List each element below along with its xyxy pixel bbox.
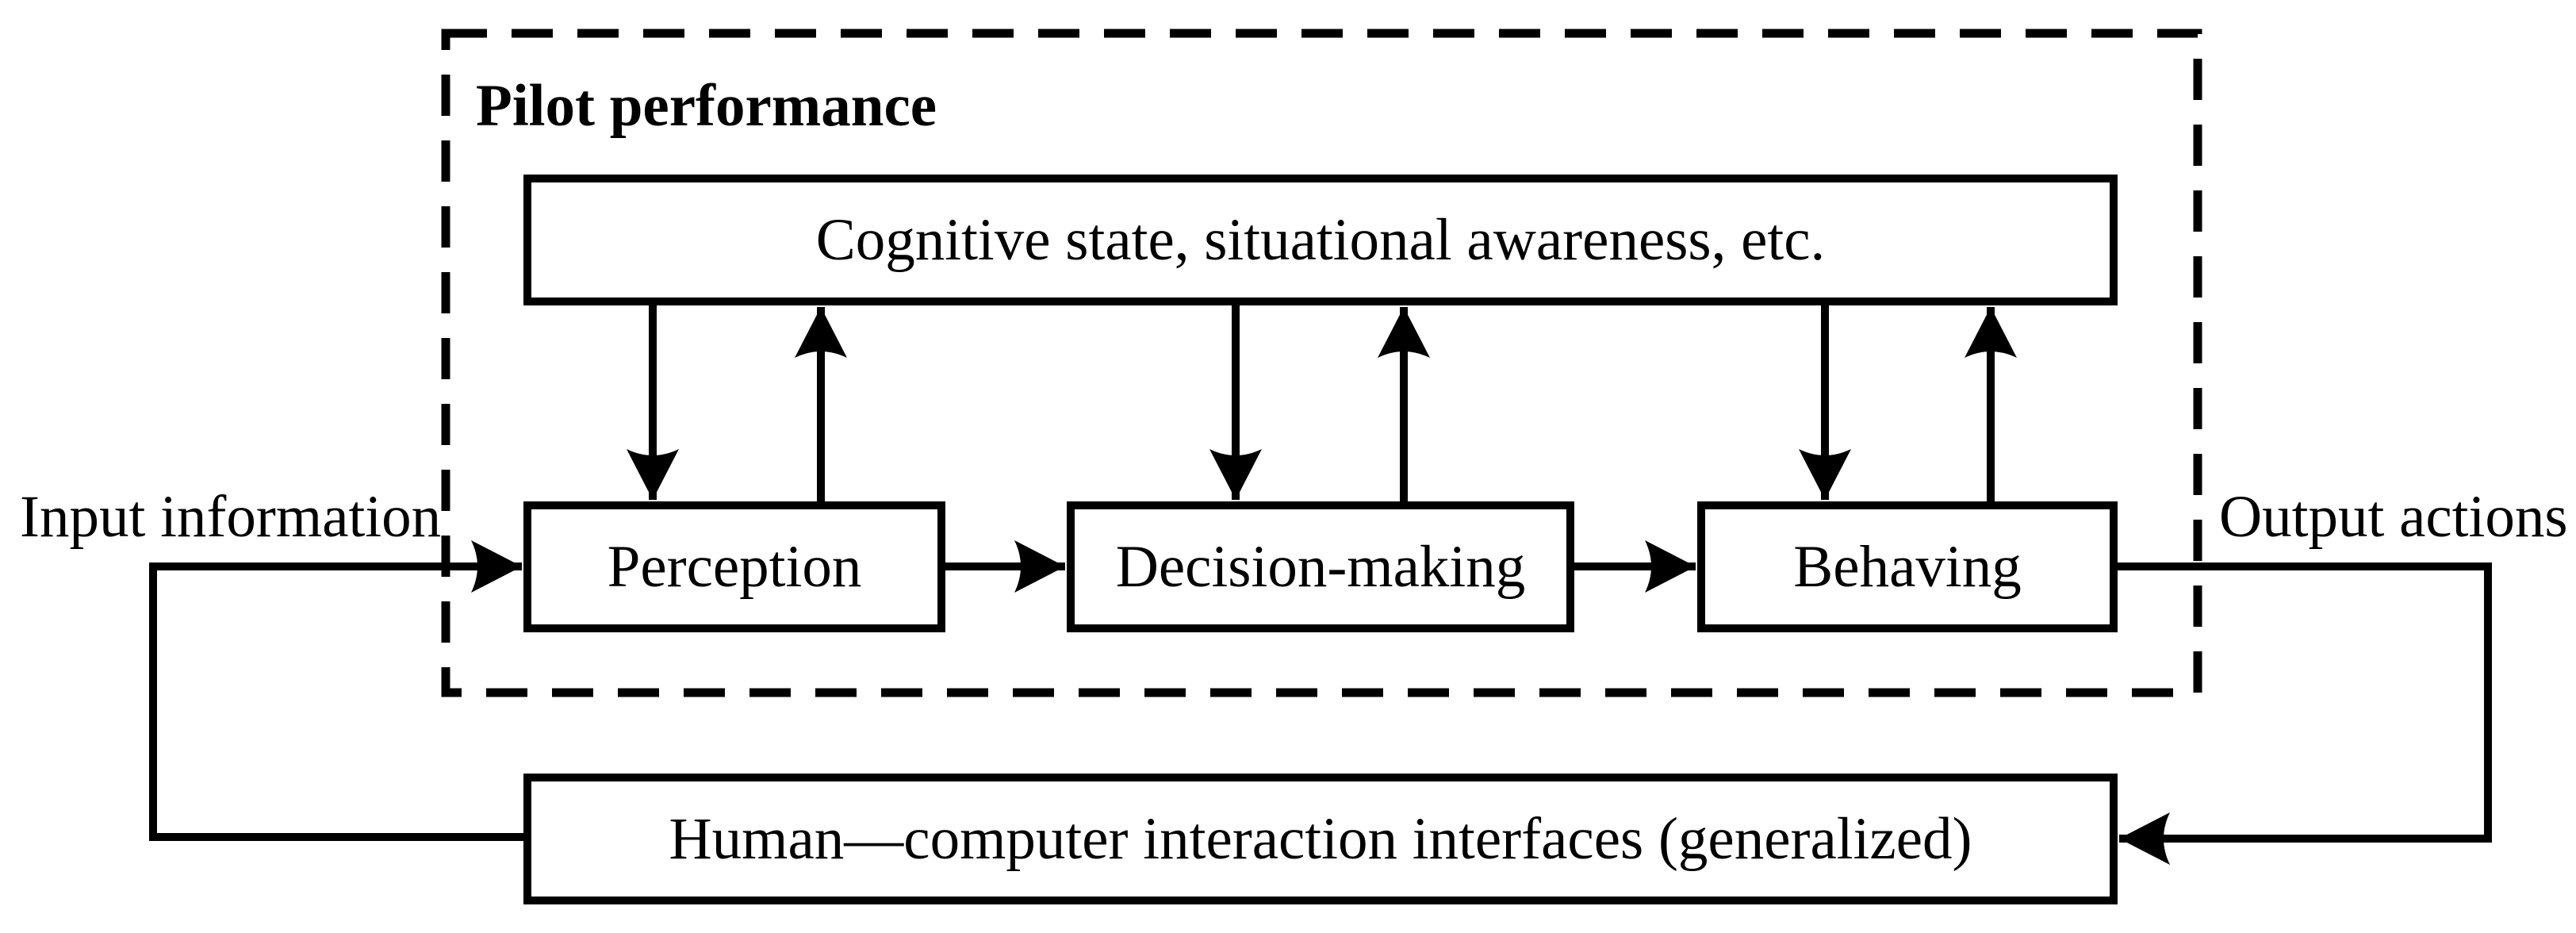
behaving-box: Behaving — [1697, 501, 2118, 632]
decision-making-box: Decision-making — [1067, 501, 1574, 632]
cognitive-state-box-label: Cognitive state, situational awareness, … — [815, 207, 1826, 273]
input-feedback-arrow — [149, 540, 525, 841]
pilot-performance-dashed-border — [441, 29, 2202, 697]
pilot-performance-title: Pilot performance — [476, 73, 937, 139]
hci-interfaces-box-label: Human—computer interaction interfaces (g… — [669, 806, 1972, 872]
decision-making-box-label: Decision-making — [1115, 534, 1526, 600]
perception-box-label: Perception — [607, 534, 862, 600]
cognitive-state-box: Cognitive state, situational awareness, … — [523, 175, 2118, 305]
behaving-box-label: Behaving — [1793, 534, 2022, 600]
output-actions-label: Output actions — [2219, 484, 2568, 550]
output-feedback-arrow — [2116, 562, 2492, 865]
perception-box: Perception — [523, 501, 945, 632]
hci-interfaces-box: Human—computer interaction interfaces (g… — [523, 774, 2118, 904]
input-information-label: Input information — [20, 484, 442, 550]
